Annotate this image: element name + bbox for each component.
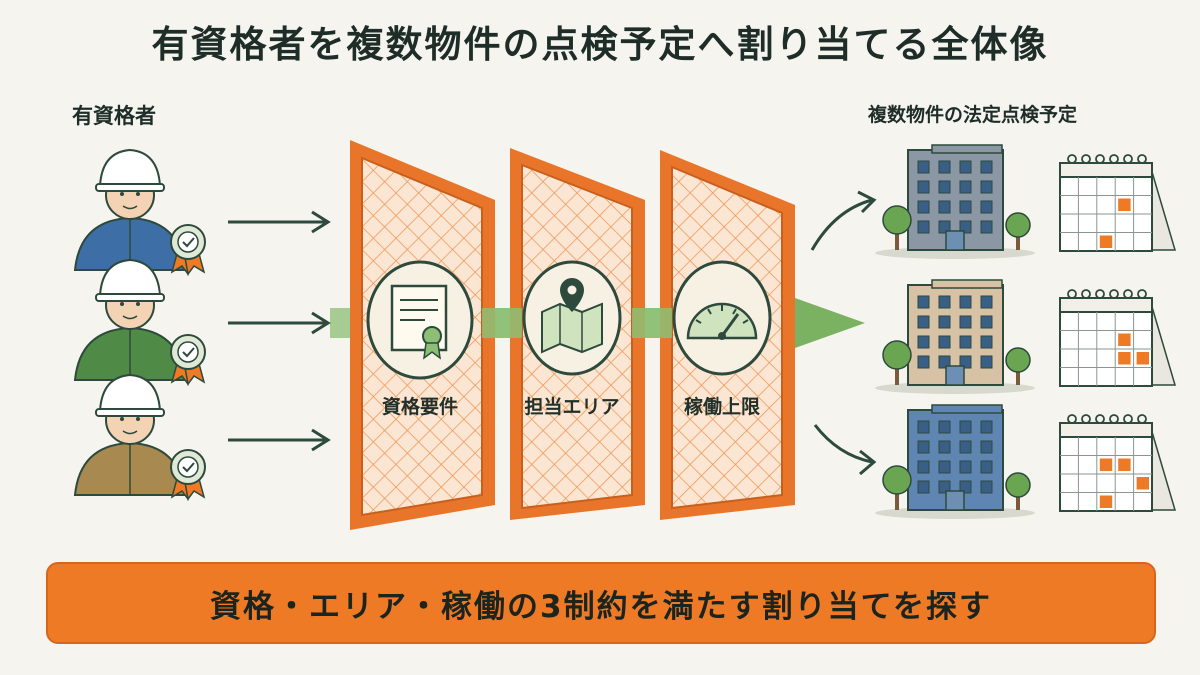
building-icon [875,279,1177,394]
summary-banner: 資格・エリア・稼働の3制約を満たす割り当てを探す [46,562,1156,644]
worker-arrow-1 [228,210,331,234]
page-title: 有資格者を複数物件の点検予定へ割り当てる全体像 [151,23,1049,66]
gauge-icon [672,260,772,376]
tree-icon [1005,212,1031,250]
properties-group [875,144,1177,519]
certified-badge-icon [170,449,206,501]
worker-icon [73,148,206,276]
certificate-icon [366,260,474,380]
building-icon [875,144,1177,259]
calendar-icon [1059,154,1177,252]
flow-band-gap-2 [632,308,672,338]
worker-arrow-2 [228,311,331,335]
building-icon [875,404,1177,519]
map-pin-icon [522,260,622,376]
output-arrow-top [810,190,877,251]
calendar-icon [1059,289,1177,387]
calendar-icon [1059,414,1177,512]
worker-arrow-3 [228,428,331,452]
tree-icon [1005,472,1031,510]
flow-arrowhead [795,298,865,348]
certified-badge-icon [170,334,206,386]
workers-label: 有資格者 [72,104,156,128]
certified-badge-icon [170,224,206,276]
tree-icon [882,205,912,250]
tree-icon [882,340,912,385]
workers-group [73,148,206,501]
flow-band-gap-1 [482,308,522,338]
tree-icon [882,465,912,510]
tree-icon [1005,347,1031,385]
worker-icon [73,258,206,386]
properties-label: 複数物件の法定点検予定 [868,104,1078,126]
filter-label-qualification: 資格要件 [381,396,458,418]
output-arrow-bottom [813,424,877,476]
filter-label-capacity: 稼働上限 [683,396,760,418]
summary-banner-text: 資格・エリア・稼働の3制約を満たす割り当てを探す [210,588,992,625]
worker-icon [73,373,206,501]
filter-label-area: 担当エリア [524,396,620,418]
